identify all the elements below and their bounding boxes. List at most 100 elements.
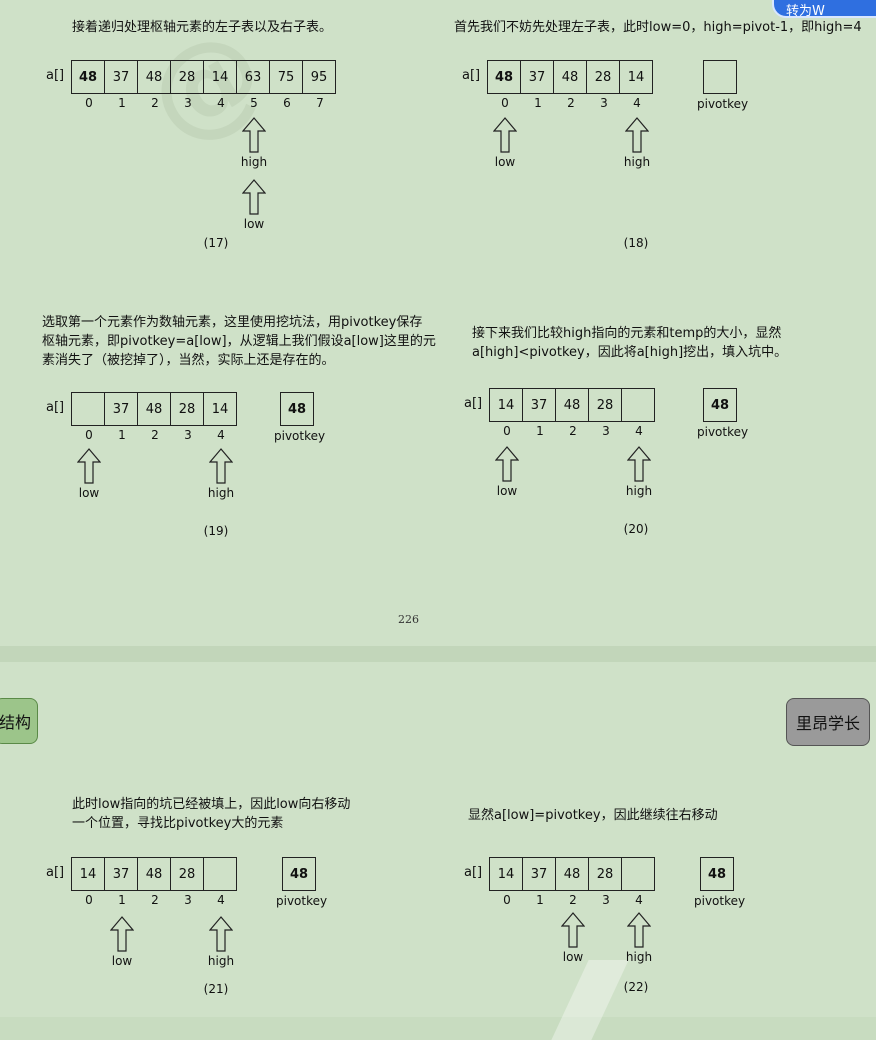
array-cell: 95 <box>302 60 336 94</box>
array-cell: 48 <box>555 857 589 891</box>
pointer-low: low <box>107 916 137 968</box>
array-cell: 14 <box>203 60 237 94</box>
pivotkey-label: pivotkey <box>694 894 746 908</box>
array-cell: 14 <box>489 388 523 422</box>
pivotkey-box <box>703 60 737 94</box>
array-cell: 63 <box>236 60 270 94</box>
array-index: 3 <box>600 96 608 110</box>
array-cell: 28 <box>588 857 622 891</box>
array-index: 4 <box>635 893 643 907</box>
array-cell: 48 <box>553 60 587 94</box>
array-index: 6 <box>283 96 291 110</box>
pointer-high: high <box>624 446 654 498</box>
array-cell: 37 <box>104 392 138 426</box>
page-divider <box>0 646 876 662</box>
array-index: 3 <box>184 428 192 442</box>
array-index: 4 <box>635 424 643 438</box>
corner-badge-label: 转为W <box>786 4 825 19</box>
array-index: 2 <box>151 96 159 110</box>
up-arrow-icon <box>493 117 517 153</box>
pointer-label: high <box>207 954 235 968</box>
array-cell <box>621 388 655 422</box>
pointer-label: high <box>625 950 653 964</box>
pivotkey-label: pivotkey <box>697 425 749 439</box>
array-index: 1 <box>118 96 126 110</box>
pivotkey-box: 48 <box>280 392 314 426</box>
array-index: 3 <box>184 893 192 907</box>
array-index: 2 <box>151 893 159 907</box>
panel-description: 首先我们不妨先处理左子表，此时low=0，high=pivot-1，即high=… <box>454 20 862 35</box>
pointer-label: high <box>625 484 653 498</box>
up-arrow-icon <box>110 916 134 952</box>
array-index: 1 <box>534 96 542 110</box>
pointer-label: high <box>623 155 651 169</box>
panel-description: 接着递归处理枢轴元素的左子表以及右子表。 <box>72 20 333 35</box>
array-index: 4 <box>217 893 225 907</box>
array-index: 1 <box>536 893 544 907</box>
array-cell: 48 <box>137 857 171 891</box>
array-cell <box>621 857 655 891</box>
panel-description: 显然a[low]=pivotkey，因此继续往右移动 <box>468 808 718 823</box>
array-name: a[] <box>464 396 483 411</box>
up-arrow-icon <box>561 912 585 948</box>
array-index: 1 <box>118 893 126 907</box>
up-arrow-icon <box>627 912 651 948</box>
array-index: 0 <box>85 428 93 442</box>
chapter-tag[interactable]: 结构 <box>0 698 38 744</box>
array-cell: 48 <box>137 392 171 426</box>
array-cell: 28 <box>170 60 204 94</box>
pointer-high: high <box>239 117 269 169</box>
pointer-low: low <box>74 448 104 500</box>
array-cell: 28 <box>588 388 622 422</box>
pointer-label: high <box>207 486 235 500</box>
convert-badge[interactable]: 转为W <box>772 0 876 19</box>
pointer-label: low <box>243 217 265 231</box>
pointer-low: low <box>490 117 520 169</box>
array-cell: 14 <box>71 857 105 891</box>
figure-caption: (22) <box>623 980 649 994</box>
array-index: 5 <box>250 96 258 110</box>
array-index: 4 <box>217 96 225 110</box>
page-number: 226 <box>398 613 419 626</box>
pivotkey-label: pivotkey <box>276 894 328 908</box>
array-cell <box>71 392 105 426</box>
figure-caption: (18) <box>623 236 649 250</box>
panel-description: 接下来我们比较high指向的元素和temp的大小，显然 a[high]<pivo… <box>472 326 788 360</box>
array-name: a[] <box>46 400 65 415</box>
figure-caption: (21) <box>203 982 229 996</box>
up-arrow-icon <box>209 448 233 484</box>
array-cell: 28 <box>586 60 620 94</box>
array-cell: 37 <box>104 857 138 891</box>
up-arrow-icon <box>242 179 266 215</box>
array-cell: 48 <box>555 388 589 422</box>
pointer-low: low <box>492 446 522 498</box>
array-index: 1 <box>536 424 544 438</box>
figure-caption: (20) <box>623 522 649 536</box>
pivotkey-box: 48 <box>703 388 737 422</box>
pointer-high: high <box>206 916 236 968</box>
array-name: a[] <box>462 68 481 83</box>
array-cell: 37 <box>522 388 556 422</box>
array-index: 2 <box>569 424 577 438</box>
pointer-label: low <box>111 954 133 968</box>
array-name: a[] <box>46 68 65 83</box>
array-index: 3 <box>602 893 610 907</box>
array-index: 0 <box>503 424 511 438</box>
author-tag[interactable]: 里昂学长 <box>786 698 870 746</box>
up-arrow-icon <box>495 446 519 482</box>
pointer-label: low <box>494 155 516 169</box>
panel-description: 选取第一个元素作为数轴元素，这里使用挖坑法，用pivotkey保存 枢轴元素，即… <box>42 315 436 368</box>
array-cell: 75 <box>269 60 303 94</box>
array-index: 0 <box>85 96 93 110</box>
array-index: 3 <box>602 424 610 438</box>
array-cell: 48 <box>71 60 105 94</box>
page-top <box>0 0 876 646</box>
panel-description: 此时low指向的坑已经被填上，因此low向右移动 一个位置，寻找比pivotke… <box>72 797 351 831</box>
pointer-high: high <box>206 448 236 500</box>
up-arrow-icon <box>77 448 101 484</box>
